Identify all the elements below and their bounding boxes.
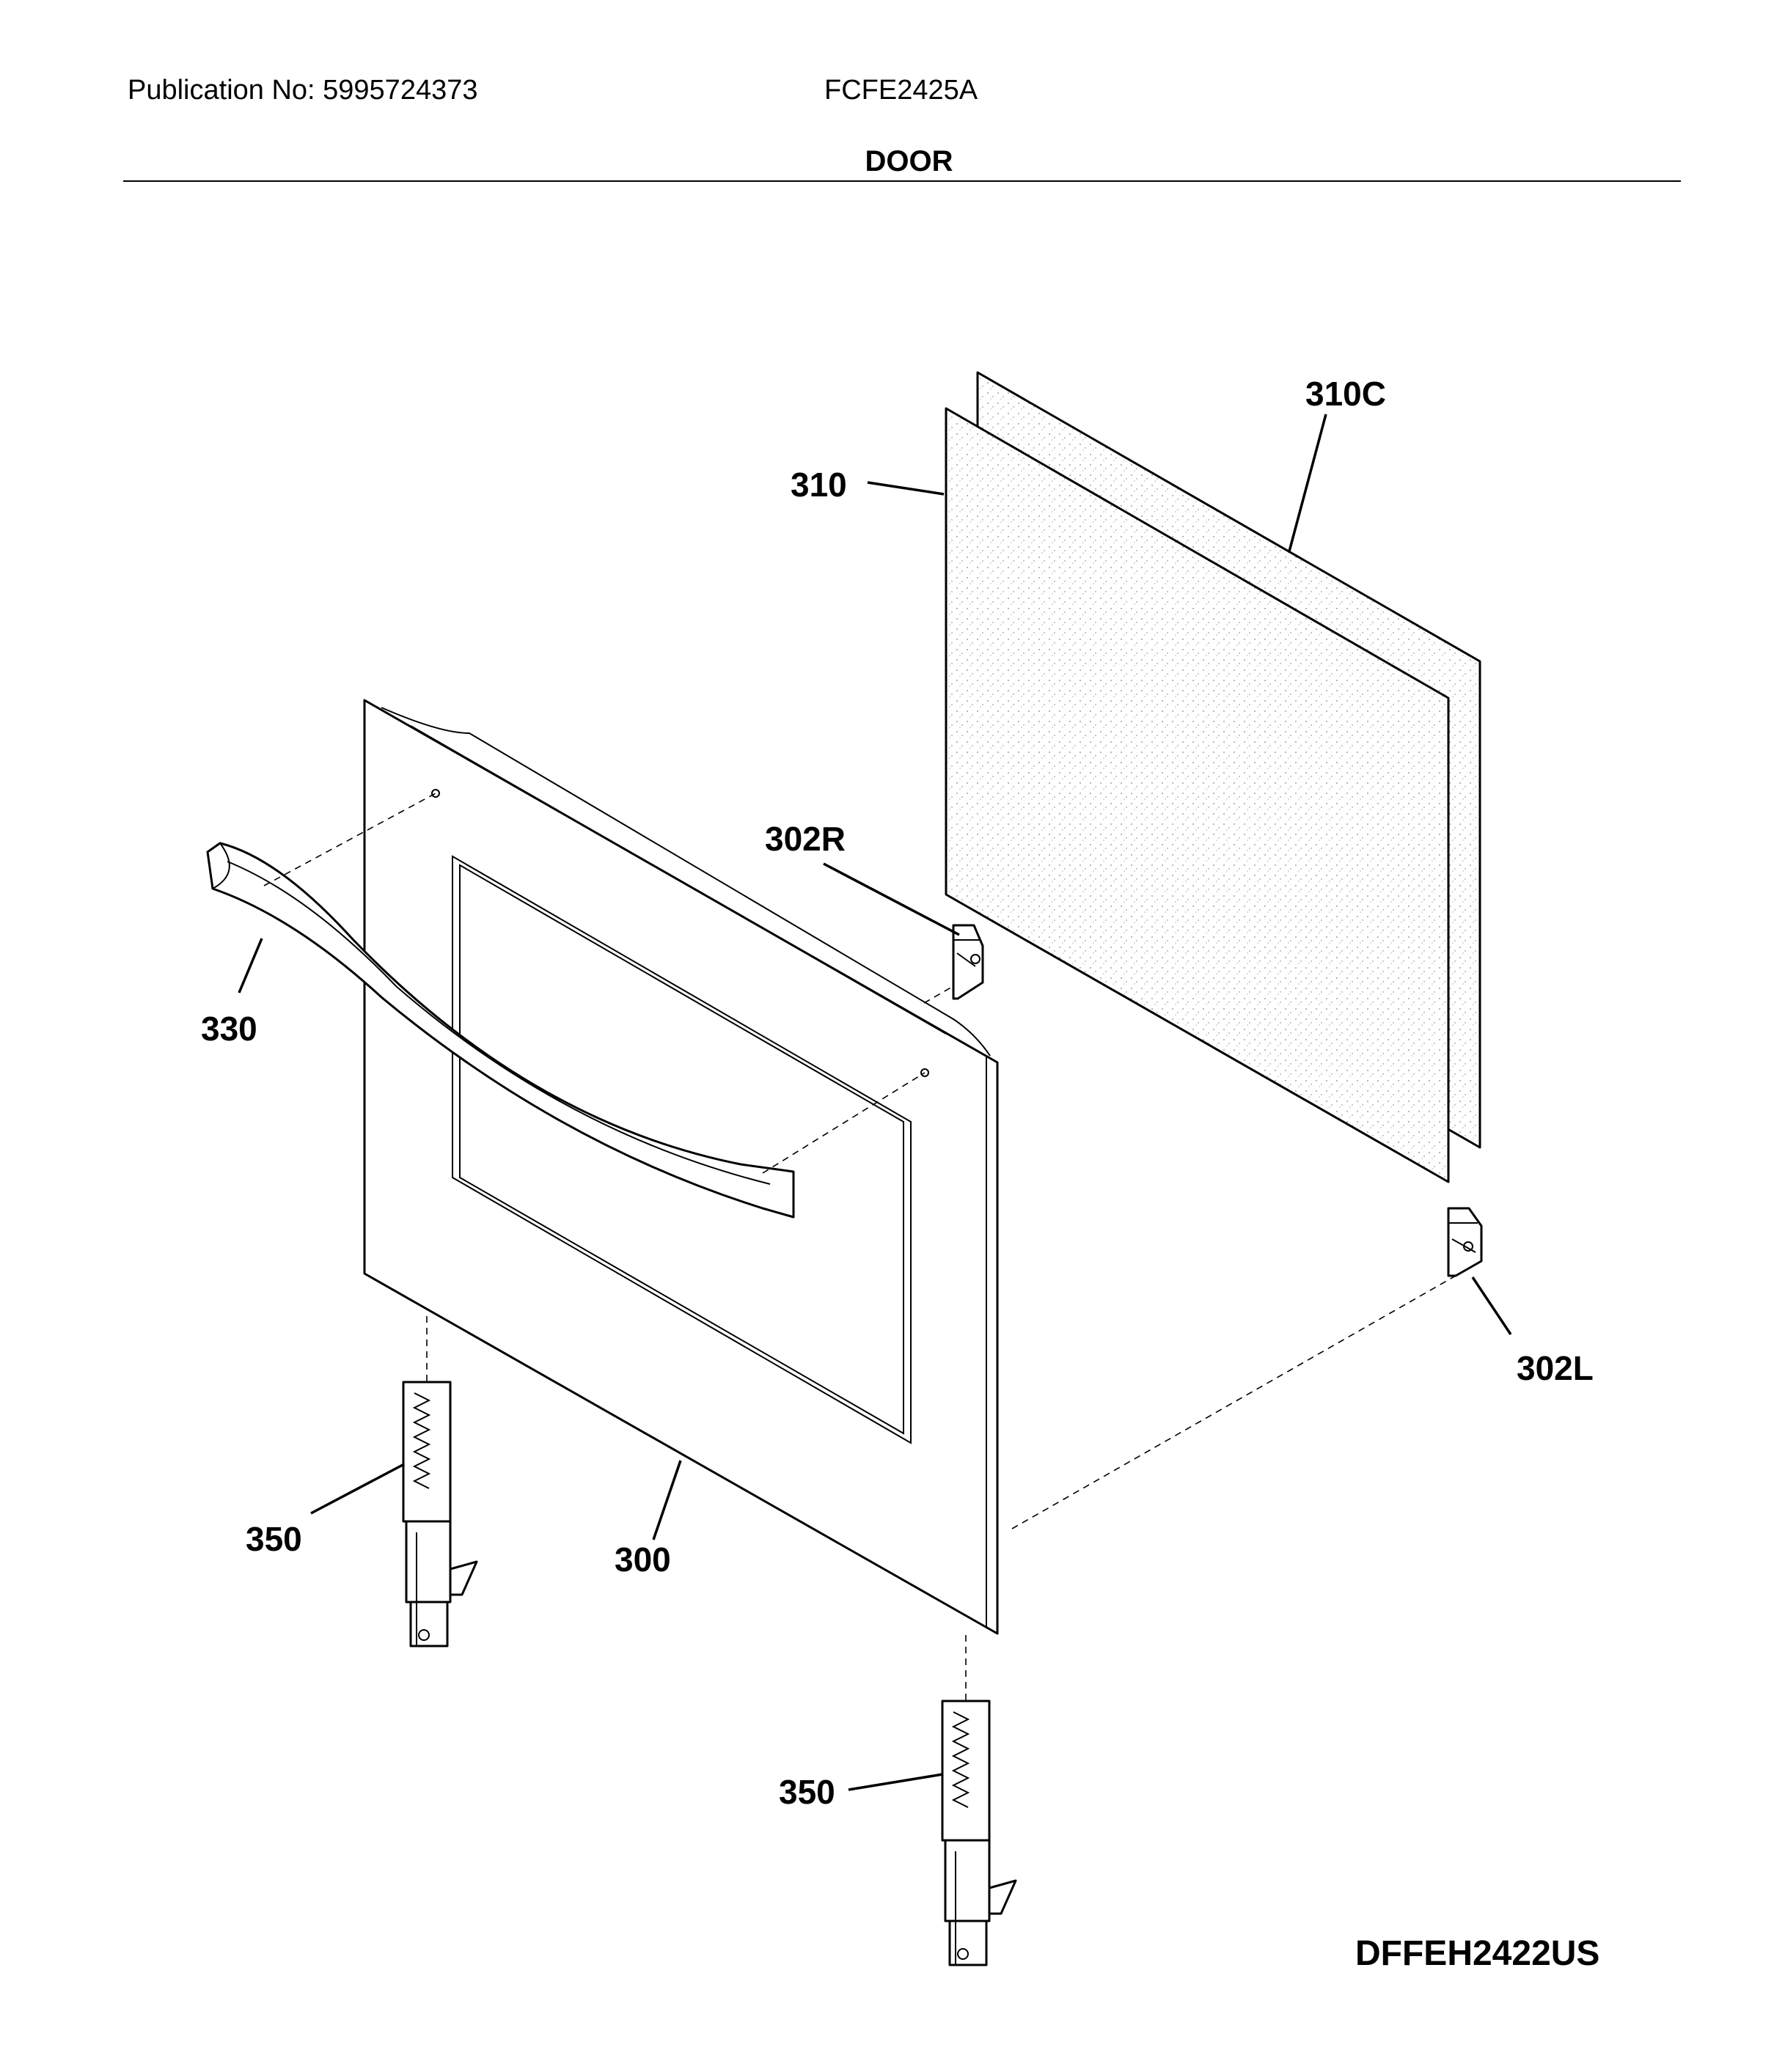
section-title: DOOR [865, 145, 953, 177]
assembly-lines [263, 793, 1456, 1701]
hinge-left [402, 1381, 478, 1647]
clip-302r [952, 924, 984, 1000]
callout-302l: 302L [1517, 1349, 1594, 1387]
hinge-right [941, 1700, 1017, 1966]
callout-310c: 310C [1305, 375, 1386, 413]
publication-number: Publication No: 5995724373 [128, 75, 478, 106]
model-number: FCFE2425A [824, 75, 978, 106]
callout-300: 300 [615, 1540, 671, 1579]
callout-310: 310 [791, 466, 847, 504]
callout-350-left: 350 [246, 1520, 302, 1558]
callout-302r: 302R [765, 820, 846, 858]
clip-302l [1447, 1207, 1483, 1277]
callout-330: 330 [201, 1010, 257, 1048]
glass-panel-310 [945, 407, 1450, 1183]
door-handle [206, 842, 795, 1219]
drawing-id: DFFEH2422US [1355, 1934, 1599, 1973]
callout-350-right: 350 [779, 1773, 835, 1811]
leader-lines [238, 414, 1512, 1791]
header-rule [123, 180, 1681, 182]
